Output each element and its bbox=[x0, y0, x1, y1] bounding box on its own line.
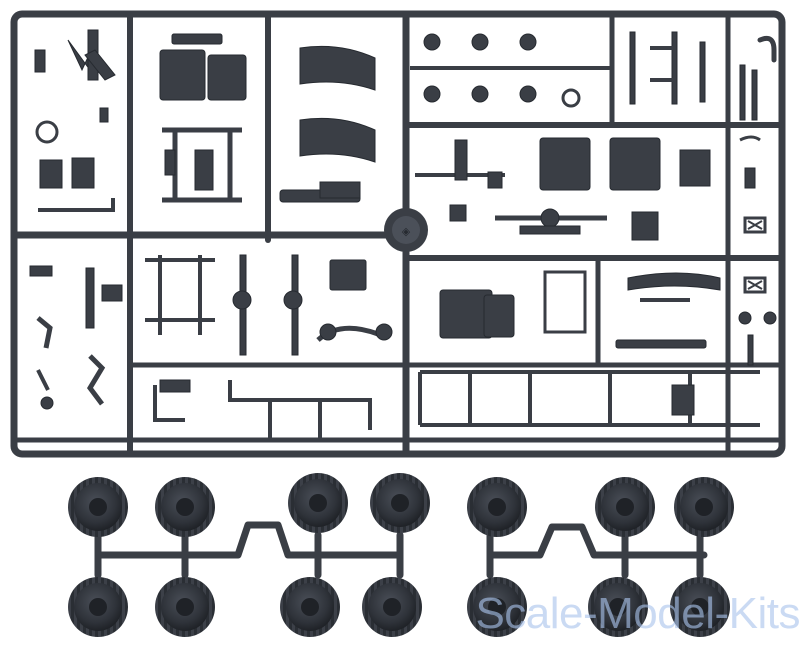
sprue-frame bbox=[10, 10, 786, 458]
wheel-sprue-runners bbox=[94, 521, 708, 579]
svg-text:◈: ◈ bbox=[402, 225, 411, 238]
tire-row-top bbox=[68, 473, 734, 537]
tire-row-bottom bbox=[68, 577, 730, 637]
sprue-parts bbox=[29, 29, 777, 440]
sprue-hub: ◈ bbox=[384, 208, 428, 252]
